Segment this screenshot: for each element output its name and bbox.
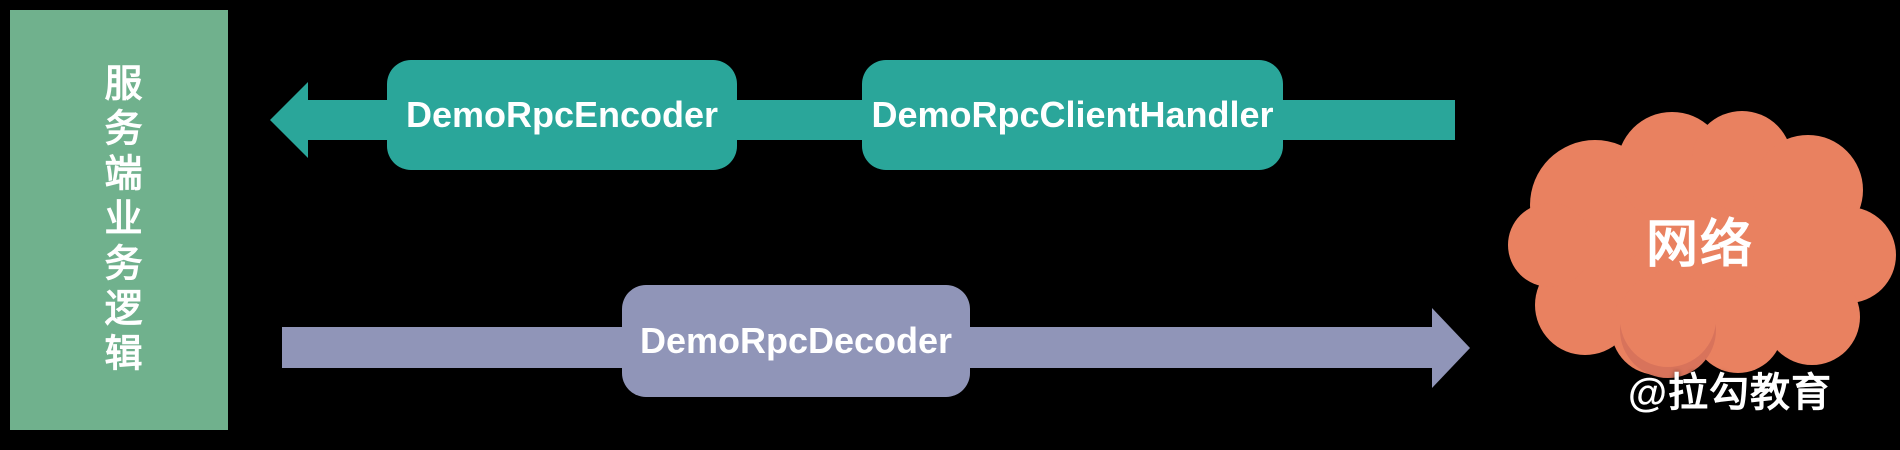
left-arrow-icon bbox=[270, 82, 308, 158]
server-logic-panel: 服务端业务逻辑 bbox=[10, 10, 228, 430]
decoder-label: DemoRpcDecoder bbox=[639, 320, 953, 361]
client-handler-label: DemoRpcClientHandler bbox=[871, 94, 1274, 135]
decoder-box: DemoRpcDecoder bbox=[622, 285, 970, 397]
right-arrow-icon bbox=[1432, 308, 1470, 388]
network-cloud-icon bbox=[1500, 95, 1900, 385]
encoder-label: DemoRpcEncoder bbox=[405, 94, 719, 135]
server-logic-label: 服务端业务逻辑 bbox=[98, 62, 140, 378]
encoder-box: DemoRpcEncoder bbox=[387, 60, 737, 170]
watermark-text: @拉勾教育 bbox=[1628, 371, 1833, 415]
network-label: 网络 bbox=[1645, 216, 1754, 274]
client-handler-box: DemoRpcClientHandler bbox=[862, 60, 1283, 170]
